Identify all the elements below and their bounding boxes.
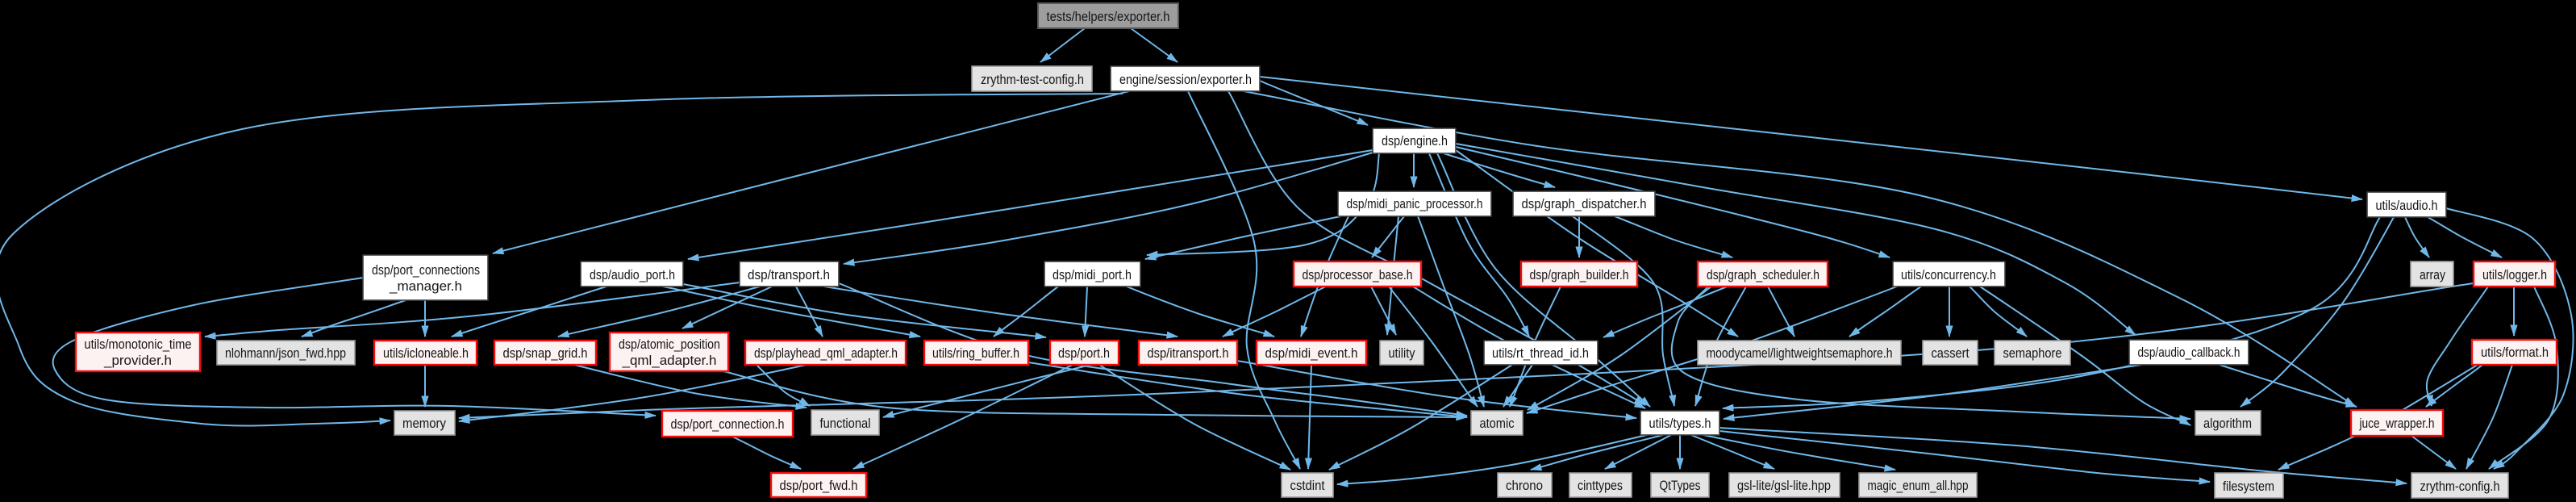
svg-text:utils/rt_thread_id.h: utils/rt_thread_id.h — [1492, 345, 1589, 361]
svg-text:utils/format.h: utils/format.h — [2481, 345, 2549, 360]
svg-text:_provider.h: _provider.h — [103, 353, 172, 368]
svg-text:utils/audio.h: utils/audio.h — [2376, 198, 2438, 213]
svg-text:cinttypes: cinttypes — [1578, 478, 1623, 493]
svg-text:memory: memory — [402, 416, 446, 431]
svg-text:tests/helpers/exporter.h: tests/helpers/exporter.h — [1047, 9, 1170, 24]
svg-text:dsp/graph_builder.h: dsp/graph_builder.h — [1530, 267, 1629, 282]
svg-text:utils/icloneable.h: utils/icloneable.h — [383, 345, 469, 361]
svg-text:nlohmann/json_fwd.hpp: nlohmann/json_fwd.hpp — [225, 345, 346, 361]
svg-text:semaphore: semaphore — [2003, 345, 2062, 361]
svg-text:zrythm-test-config.h: zrythm-test-config.h — [981, 72, 1084, 87]
svg-text:dsp/port.h: dsp/port.h — [1058, 345, 1110, 361]
svg-text:dsp/midi_event.h: dsp/midi_event.h — [1265, 345, 1358, 361]
svg-text:utils/logger.h: utils/logger.h — [2482, 267, 2547, 282]
svg-text:QtTypes: QtTypes — [1660, 478, 1701, 493]
svg-text:dsp/atomic_position: dsp/atomic_position — [619, 337, 720, 352]
svg-text:dsp/transport.h: dsp/transport.h — [748, 267, 830, 282]
svg-text:dsp/audio_port.h: dsp/audio_port.h — [590, 267, 675, 282]
svg-text:algorithm: algorithm — [2203, 416, 2252, 431]
svg-text:dsp/snap_grid.h: dsp/snap_grid.h — [503, 345, 588, 361]
svg-text:dsp/audio_callback.h: dsp/audio_callback.h — [2138, 345, 2240, 360]
svg-text:engine/session/exporter.h: engine/session/exporter.h — [1119, 72, 1252, 87]
svg-text:atomic: atomic — [1480, 416, 1515, 431]
svg-text:magic_enum_all.hpp: magic_enum_all.hpp — [1868, 478, 1969, 493]
svg-text:utils/monotonic_time: utils/monotonic_time — [85, 337, 192, 352]
svg-text:_qml_adapter.h: _qml_adapter.h — [622, 353, 717, 368]
svg-text:dsp/port_connection.h: dsp/port_connection.h — [671, 416, 785, 432]
svg-text:zrythm-config.h: zrythm-config.h — [2420, 479, 2500, 494]
svg-text:dsp/port_fwd.h: dsp/port_fwd.h — [780, 478, 858, 493]
svg-text:utility: utility — [1389, 345, 1415, 361]
svg-text:utils/concurrency.h: utils/concurrency.h — [1901, 267, 1996, 282]
svg-text:utils/types.h: utils/types.h — [1649, 416, 1711, 431]
svg-text:_manager.h: _manager.h — [389, 278, 462, 294]
svg-text:cstdint: cstdint — [1290, 478, 1325, 493]
svg-text:dsp/itransport.h: dsp/itransport.h — [1148, 345, 1229, 361]
svg-text:functional: functional — [820, 416, 871, 431]
svg-text:dsp/midi_panic_processor.h: dsp/midi_panic_processor.h — [1347, 196, 1483, 211]
svg-text:dsp/midi_port.h: dsp/midi_port.h — [1052, 267, 1132, 282]
svg-text:moodycamel/lightweightsemaphor: moodycamel/lightweightsemaphore.h — [1707, 345, 1893, 361]
svg-text:dsp/playhead_qml_adapter.h: dsp/playhead_qml_adapter.h — [754, 345, 898, 361]
svg-text:filesystem: filesystem — [2223, 479, 2274, 494]
svg-text:cassert: cassert — [1932, 345, 1970, 361]
svg-text:chrono: chrono — [1506, 478, 1543, 493]
svg-text:array: array — [2420, 267, 2445, 282]
svg-text:dsp/engine.h: dsp/engine.h — [1382, 133, 1448, 149]
svg-text:dsp/graph_scheduler.h: dsp/graph_scheduler.h — [1707, 267, 1819, 282]
svg-text:dsp/graph_dispatcher.h: dsp/graph_dispatcher.h — [1522, 196, 1647, 211]
svg-text:gsl-lite/gsl-lite.hpp: gsl-lite/gsl-lite.hpp — [1737, 478, 1831, 493]
svg-text:juce_wrapper.h: juce_wrapper.h — [2359, 416, 2435, 431]
svg-text:dsp/processor_base.h: dsp/processor_base.h — [1303, 267, 1413, 282]
svg-text:utils/ring_buffer.h: utils/ring_buffer.h — [932, 345, 1019, 361]
svg-text:dsp/port_connections: dsp/port_connections — [372, 262, 480, 278]
